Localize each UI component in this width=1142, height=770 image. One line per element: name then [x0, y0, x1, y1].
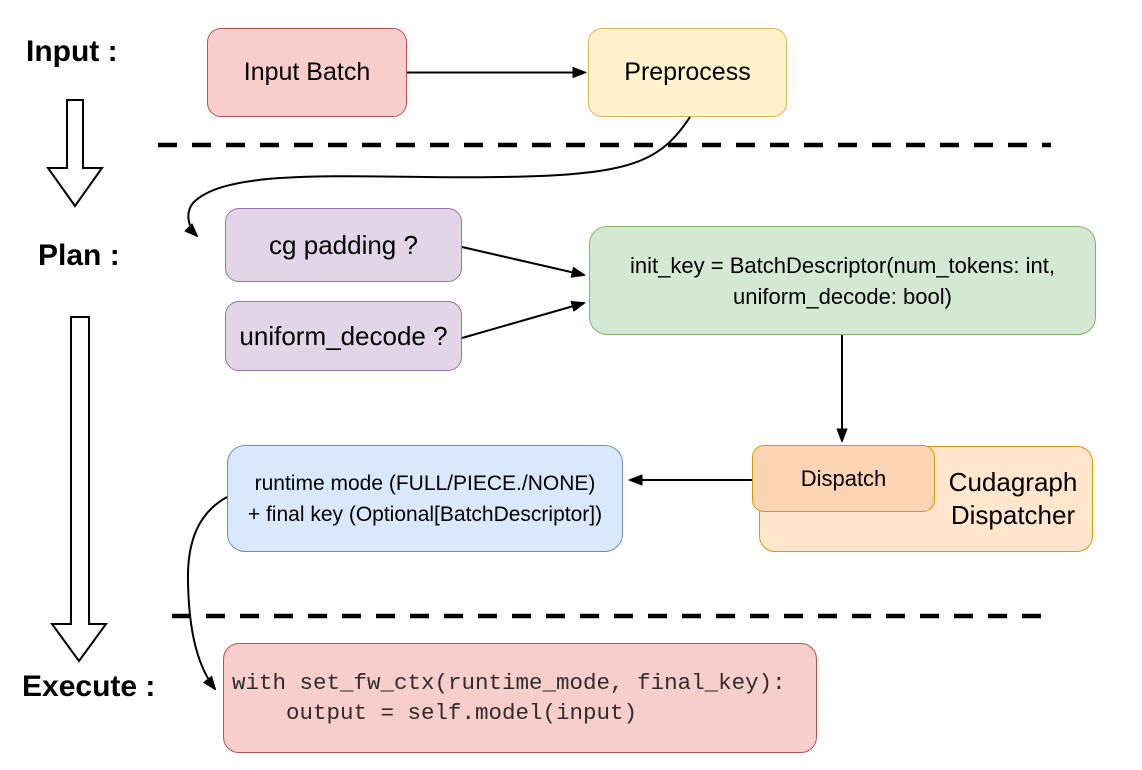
node-preprocess: Preprocess	[588, 28, 787, 117]
runtime-line1: runtime mode (FULL/PIECE./NONE)	[254, 471, 596, 495]
runtime-line2: + final key (Optional[BatchDescriptor])	[247, 502, 603, 526]
arrow-runtime-mode-to-execute-code	[186, 496, 228, 691]
node-input-batch: Input Batch	[207, 28, 407, 117]
stage-label-plan: Plan :	[38, 239, 120, 272]
node-dispatch-label: Dispatch	[800, 465, 887, 491]
stage-label-input: Input :	[26, 35, 118, 68]
cudagraph-line2: Dispatcher	[950, 500, 1076, 530]
node-cudagraph-dispatcher-label: Cudagraph Dispatcher	[934, 447, 1092, 551]
arrow-uniform-decode-to-init-key	[461, 301, 586, 339]
node-execute-code: with set_fw_ctx(runtime_mode, final_key)…	[223, 643, 817, 753]
stage-label-execute: Execute :	[22, 670, 156, 703]
node-cg-padding-label: cg padding ?	[269, 229, 418, 260]
node-uniform-decode: uniform_decode ?	[225, 301, 462, 371]
cudagraph-line1: Cudagraph	[948, 467, 1078, 497]
node-preprocess-label: Preprocess	[624, 58, 751, 86]
code-line1: with set_fw_ctx(runtime_mode, final_key)…	[232, 670, 786, 696]
code-line2: output = self.model(input)	[232, 700, 638, 726]
node-init-key-line2: uniform_decode: bool)	[733, 283, 952, 309]
arrow-cg-padding-to-init-key	[461, 246, 586, 278]
node-init-key: init_key = BatchDescriptor(num_tokens: i…	[589, 226, 1096, 335]
node-init-key-line1: init_key = BatchDescriptor(num_tokens: i…	[630, 252, 1055, 278]
node-dispatch: Dispatch	[752, 445, 935, 512]
node-runtime-mode-result: runtime mode (FULL/PIECE./NONE) + final …	[227, 445, 623, 552]
stage-arrow-input-to-plan	[46, 99, 104, 208]
node-input-batch-label: Input Batch	[243, 58, 371, 86]
node-cg-padding: cg padding ?	[225, 208, 462, 282]
stage-arrow-plan-to-execute	[50, 316, 108, 663]
node-uniform-decode-label: uniform_decode ?	[239, 320, 448, 351]
